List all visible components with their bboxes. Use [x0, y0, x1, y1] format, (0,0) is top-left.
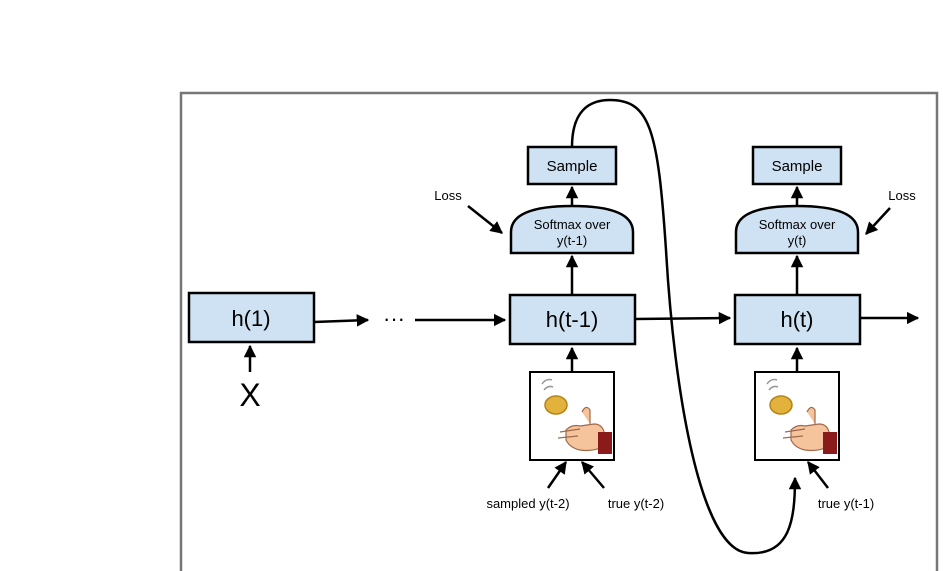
loss-left-label: Loss — [434, 188, 462, 203]
ellipsis-label: ··· — [383, 306, 405, 331]
arrow-hprev-to-ht — [634, 311, 732, 325]
softmax-left-line2: y(t-1) — [557, 233, 587, 248]
arrow-sampled-input — [546, 460, 568, 489]
softmax-right-line1: Softmax over — [759, 217, 836, 232]
arrow-loss-left — [467, 205, 503, 234]
sample-right-label: Sample — [772, 158, 823, 175]
coin-flip-icon — [529, 371, 615, 461]
softmax-left-line1: Softmax over — [534, 217, 611, 232]
sample-right — [751, 145, 843, 186]
softmax-right-line2: y(t) — [788, 233, 807, 248]
hidden-state-h-t — [733, 293, 862, 346]
hidden-state-h1-label: h(1) — [231, 306, 270, 331]
sample-left — [526, 145, 618, 186]
sample-left-label: Sample — [547, 158, 598, 175]
true-input-left-label: true y(t-2) — [608, 496, 664, 511]
sample-feedback-curve — [570, 98, 802, 555]
true-input-right-label: true y(t-1) — [818, 496, 874, 511]
hidden-state-h-prev — [508, 293, 637, 346]
input-x-label: X — [239, 377, 260, 413]
arrow-h1-to-ellipsis — [313, 314, 370, 327]
softmax-right — [734, 204, 860, 255]
sampled-input-label: sampled y(t-2) — [486, 496, 569, 511]
softmax-left — [509, 204, 635, 255]
hidden-state-h-t-label: h(t) — [781, 307, 814, 332]
arrow-loss-right — [865, 207, 891, 235]
loss-right-label: Loss — [888, 188, 916, 203]
hidden-state-h1 — [187, 291, 316, 344]
hidden-state-h-prev-label: h(t-1) — [546, 307, 599, 332]
arrow-true-input-left — [581, 461, 605, 489]
coin-flip-icon — [754, 371, 840, 461]
arrow-true-input-right — [807, 461, 829, 489]
